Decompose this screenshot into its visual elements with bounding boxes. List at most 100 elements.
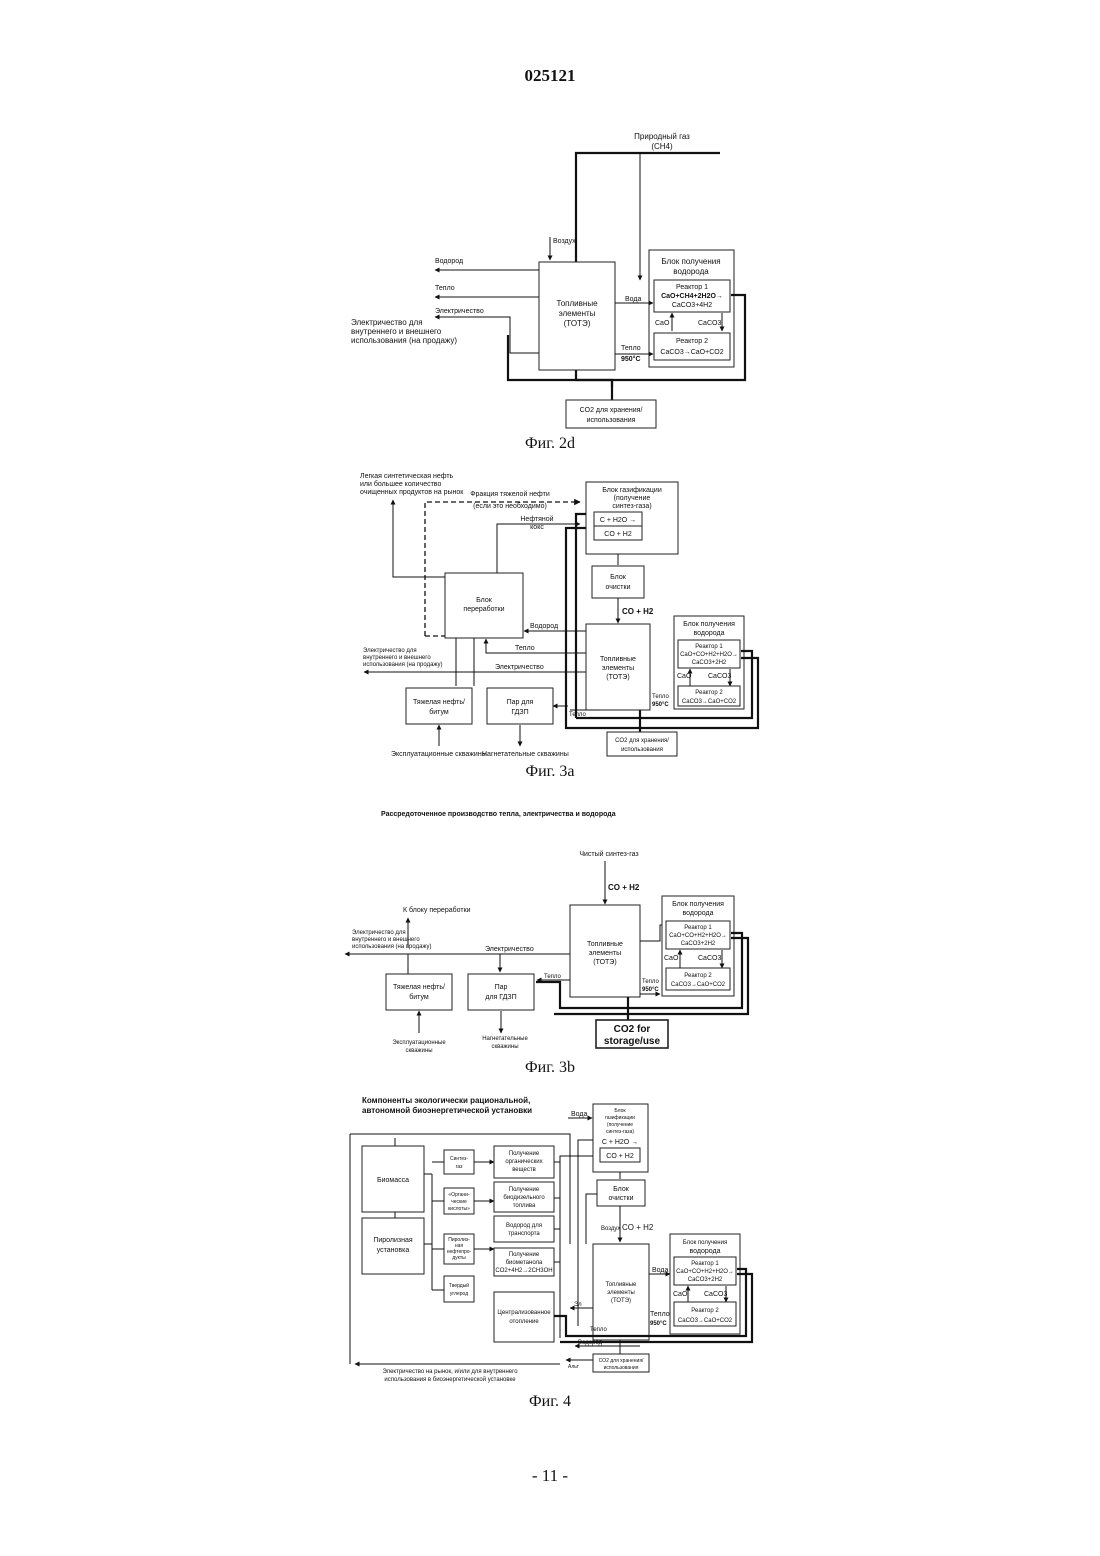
steam-line2: для ГДЗП [485, 994, 516, 1001]
reactor-1-label: Реактор 1 [691, 1261, 719, 1267]
processing-line2: переработки [463, 605, 504, 613]
bottom-line2: использования в биоэнергетической устано… [384, 1376, 516, 1383]
heavy-fraction-line1: Фракция тяжелой нефти [470, 490, 550, 498]
heat-out-label: Тепло [435, 285, 455, 292]
fuel-cells-line3: (ТОТЭ) [593, 959, 616, 966]
hydrogen-transport-line2: транспорта [508, 1231, 540, 1237]
heavy-oil-line2: битум [429, 708, 449, 716]
figure-3a: Легкая синтетическая нефть или большее к… [0, 466, 1100, 782]
heat-bottom-label: Тепло [590, 1327, 607, 1333]
organics-line1: Получение [509, 1151, 540, 1157]
figure-3a-caption: Фиг. 3a [525, 763, 574, 780]
heat-label: Тепло [621, 345, 641, 352]
hydrogen-label: Водород [530, 623, 558, 630]
biomethanol-line3: CO2+4H2→2CH3OH [495, 1268, 552, 1274]
hydrogen-label: Водород [435, 258, 463, 265]
fuel-cells-line1: Топливные [606, 1282, 637, 1288]
heat-label: Тепло [642, 979, 659, 985]
reactor-2-label: Реактор 2 [684, 973, 712, 979]
reactor-2-eq: CaCO3→CaO+CO2 [660, 349, 723, 356]
light-oil-line3: очищенных продуктов на рынок [360, 489, 464, 496]
reactor-2-eq: CaCO3→CaO+CO2 [678, 1318, 733, 1324]
figure-4-title-line2: автономной биоэнергетической установки [362, 1106, 532, 1115]
injection-wells-line2: скважины [491, 1044, 518, 1050]
steam-box [487, 688, 553, 724]
gasification-line3: синтез-газа) [612, 503, 651, 510]
cao-label: CaO [664, 955, 679, 962]
temp-label: 950°C [621, 355, 641, 363]
cleaning-block [597, 1180, 645, 1206]
production-wells-label: Эксплуатационные скважины [391, 751, 487, 758]
fuel-cells-line2: элементы [589, 950, 621, 957]
gasification-line3: (получение [607, 1122, 633, 1128]
figure-2d-caption: Фиг. 2d [525, 435, 575, 452]
reactor-2-label: Реактор 2 [676, 338, 708, 345]
electricity-use-line2: внутреннего и внешнего [351, 327, 442, 336]
gasification-line1: Блок [614, 1108, 626, 1114]
reactor-2-label: Реактор 2 [691, 1308, 719, 1314]
steam-line1: Пар [495, 984, 508, 991]
co2-storage-line2: использования [587, 417, 636, 424]
hydrogen-transport-line1: Водород для [506, 1223, 542, 1229]
hydrogen-block-line2: водорода [683, 910, 714, 917]
district-heating-line1: Централизованное [497, 1310, 551, 1316]
water-label: Вода [625, 296, 641, 303]
electricity-use-line3: использования (на продажу) [351, 336, 457, 345]
cleaning-line2: очистки [606, 584, 631, 591]
cleaning-line1: Блок [610, 574, 627, 581]
organics-line3: веществ [512, 1167, 536, 1173]
petcoke-line1: Нефтяной [520, 515, 553, 523]
syngas-label: CO + H2 [622, 607, 654, 616]
water2-label: Вода [652, 1267, 668, 1274]
co2-storage-line1: CO2 для хранения/ [615, 738, 669, 744]
cao-label: CaO [655, 320, 670, 327]
fuel-cells-line3: (ТОТЭ) [611, 1298, 631, 1304]
gasification-line4: синтез-газа) [606, 1129, 634, 1135]
hydrogen-block-line1: Блок получения [683, 1240, 727, 1246]
temp-label: 950°C [650, 1321, 667, 1327]
solid-carbon-line1: Твердый [449, 1282, 469, 1289]
fuel-cells-line2: элементы [559, 309, 596, 318]
reactor-1-eq1: CaO+CO+H2+H2O→ [676, 1269, 734, 1275]
air-label: Воздух [601, 1226, 620, 1232]
el-short-label: Эл [574, 1302, 582, 1308]
organic-acids-line3: кислоты» [448, 1206, 470, 1212]
fuel-cells-line1: Топливные [587, 941, 623, 948]
biodiesel-line3: топлива [513, 1203, 536, 1209]
syngas-label: CO + H2 [622, 1223, 654, 1232]
heat-left-label: Тепло [544, 974, 561, 980]
heat-top-label: Тепло [515, 645, 535, 652]
temp-label: 950°C [652, 702, 669, 708]
cleaning-line2: очистки [609, 1195, 634, 1202]
cleaning-block [592, 566, 644, 598]
figure-3b: Рассредоточенное производство тепла, эле… [0, 808, 1100, 1080]
pyrolysis-line2: установка [377, 1247, 410, 1254]
reactor-1-eq2: CaCO3+4H2 [672, 302, 712, 309]
heavy-oil-line2: битум [409, 993, 429, 1001]
petcoke-line2: кокс [530, 524, 544, 531]
fuel-cells-line1: Топливные [600, 656, 636, 663]
solid-carbon-box [444, 1276, 474, 1302]
caco3-label: CaCO3 [704, 1291, 727, 1298]
reactor-1-label: Реактор 1 [676, 284, 708, 291]
co2-storage-line2: использования [621, 747, 663, 753]
syngas-small-line2: газ [456, 1164, 463, 1170]
hydrogen-block-line1: Блок получения [683, 621, 735, 628]
electricity-label: Электричество [495, 664, 544, 671]
reactor-1-eq1: CaO+CH4+2H2O→ [661, 293, 723, 300]
hydrogen-block-line1: Блок получения [661, 257, 720, 266]
fuel-cells-line2: элементы [607, 1290, 635, 1296]
natural-gas-label: Природный газ [634, 132, 690, 141]
gasification-reaction-2-text: CO + H2 [604, 531, 632, 538]
fuel-cells-line1: Топливные [556, 299, 598, 308]
co2-storage-line1: CO2 for [614, 1024, 651, 1035]
electricity-use-line3: использования (на продажу) [352, 944, 432, 950]
heavy-oil-line1: Тяжелая нефть/ [413, 699, 465, 706]
reactor-1-label: Реактор 1 [684, 925, 712, 931]
reactor-1-eq2: CaCO3+2H2 [688, 1277, 723, 1283]
gasification-reaction-1: C + H2O → [602, 1139, 638, 1146]
biodiesel-line1: Получение [509, 1187, 540, 1193]
fuel-cells-line2: элементы [602, 665, 634, 672]
electricity-use-line2: внутреннего и внешнего [363, 655, 431, 661]
bottom-line1: Электричество на рынок, и/или для внутре… [382, 1369, 518, 1375]
